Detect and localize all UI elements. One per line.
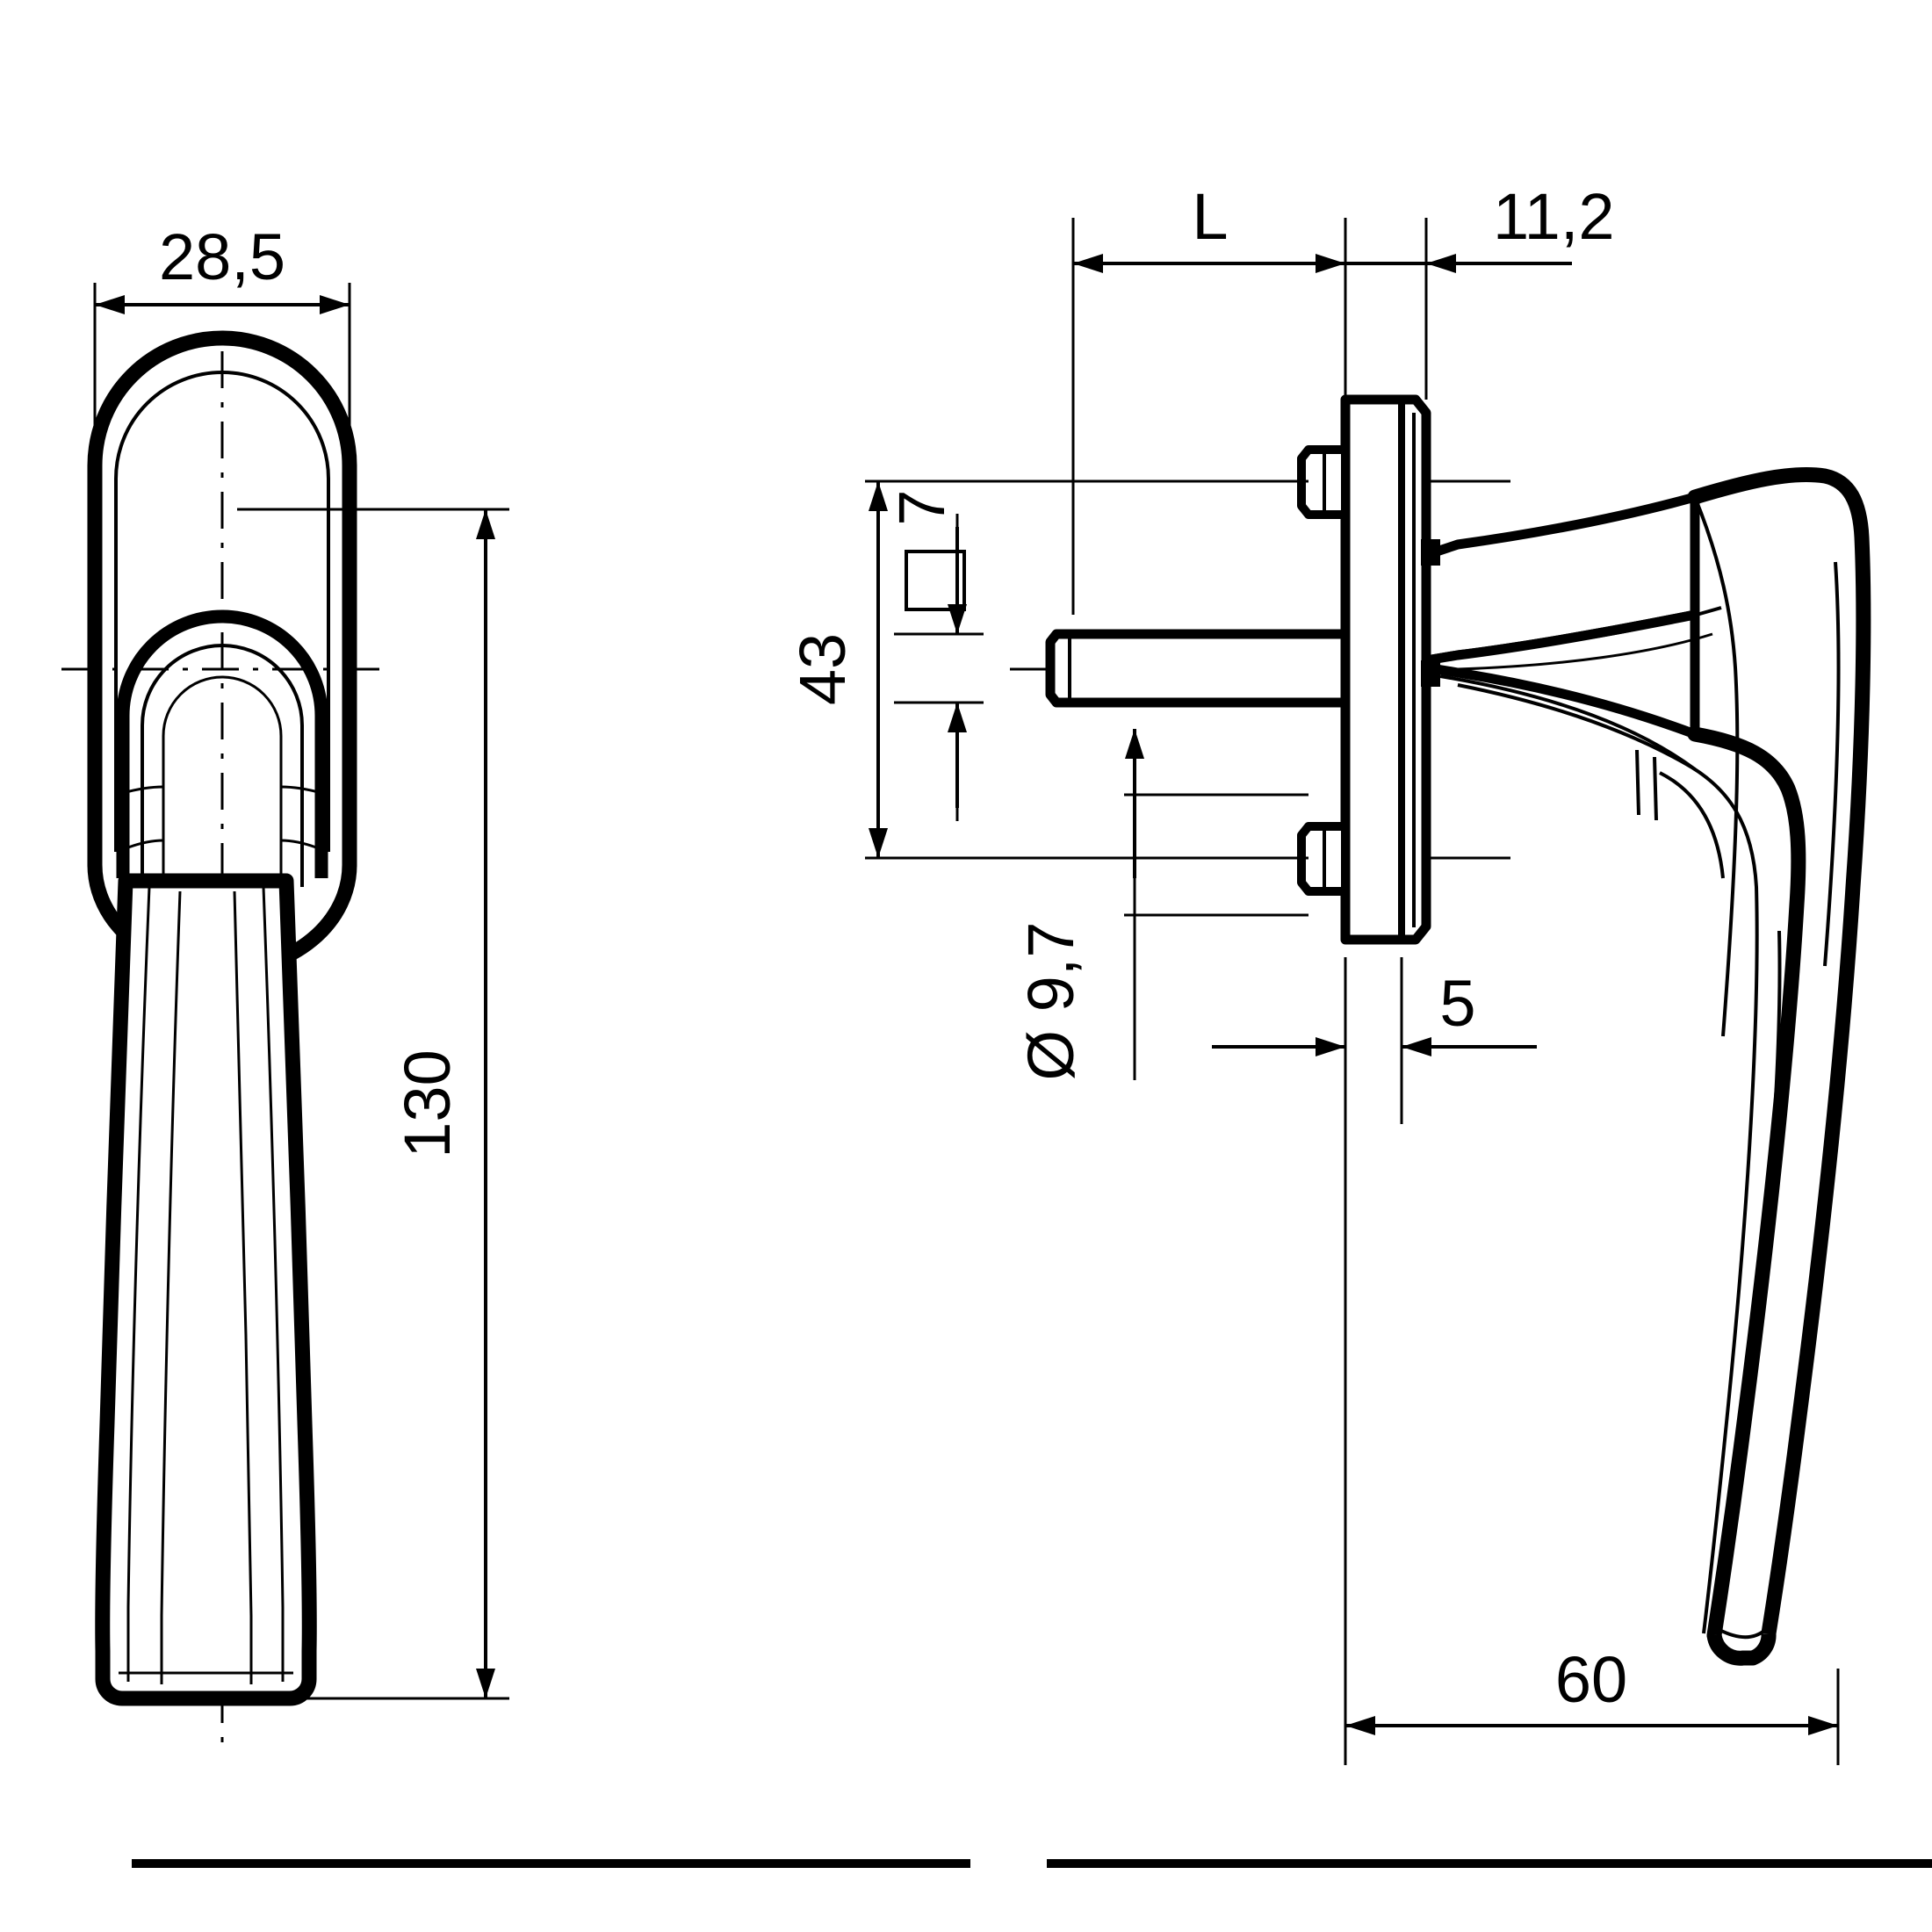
arm-seam-line-2 bbox=[1653, 756, 1658, 821]
handle-body-line-4 bbox=[233, 890, 253, 1684]
neck-clip-lower bbox=[1421, 660, 1440, 687]
neck-facet-line-right-2 bbox=[280, 839, 317, 849]
handle-neck-outline bbox=[116, 609, 328, 878]
dimension-width-285: 28,5 bbox=[93, 220, 351, 492]
front-view: 28,5 130 bbox=[61, 220, 509, 1748]
dimension-projection-60: 60 bbox=[1344, 957, 1840, 1765]
dimension-rosette-thickness-112: 11,2 bbox=[1345, 180, 1615, 400]
dimension-label-L: L bbox=[1192, 180, 1228, 253]
handle-body-line-1 bbox=[126, 886, 151, 1682]
neck-facet-line-left-1 bbox=[122, 785, 164, 795]
spindle-bar bbox=[1045, 629, 1351, 708]
arm-facet-line-3 bbox=[1492, 606, 1722, 652]
square-symbol-icon bbox=[905, 550, 966, 611]
dimension-label-43: 43 bbox=[786, 633, 859, 705]
handle-body-line-3 bbox=[262, 886, 285, 1682]
dimension-label-7: 7 bbox=[885, 489, 958, 525]
arm-facet-line-6 bbox=[1659, 771, 1725, 879]
arm-facet-line-8 bbox=[1823, 561, 1841, 967]
arm-facet-line-7 bbox=[1716, 930, 1782, 1643]
dimension-offset-5: 5 bbox=[1212, 957, 1537, 1124]
dimension-screw-spacing-43: 43 bbox=[786, 479, 1308, 860]
dimension-label-60: 60 bbox=[1555, 1643, 1627, 1716]
arm-seam-line-1 bbox=[1635, 749, 1640, 816]
dimension-hole-diameter-97: Ø 9,7 bbox=[1014, 729, 1308, 1081]
handle-body-line-2 bbox=[160, 890, 182, 1684]
handle-neck-inner-1 bbox=[141, 644, 304, 887]
rosette-inner-edge bbox=[114, 371, 330, 852]
handle-tip bbox=[1706, 1633, 1777, 1666]
handle-arm-outer-profile bbox=[1687, 466, 1871, 1641]
neck-facet-line-right-1 bbox=[280, 785, 322, 795]
dimension-height-130: 130 bbox=[237, 508, 509, 1700]
dimension-label-112: 11,2 bbox=[1493, 180, 1615, 253]
handle-neck-inner-2 bbox=[162, 675, 283, 896]
handle-tip-face-line bbox=[1719, 1628, 1767, 1640]
dimension-label-285: 28,5 bbox=[159, 220, 285, 293]
side-view: L 11,2 43 bbox=[786, 180, 1871, 1765]
dimension-label-5: 5 bbox=[1439, 967, 1475, 1040]
rosette-outline bbox=[87, 330, 357, 873]
arm-facet-line-2 bbox=[1439, 674, 1697, 771]
handle-body-outline bbox=[95, 873, 317, 1706]
neck-facet-line-left-2 bbox=[127, 839, 164, 849]
dimension-label-130: 130 bbox=[391, 1049, 464, 1157]
handle-arm-inner-profile bbox=[1687, 726, 1806, 1643]
neck-clip-upper bbox=[1421, 539, 1440, 566]
dimension-spindle-square-7: 7 bbox=[885, 489, 984, 821]
arm-facet-line-1 bbox=[1457, 683, 1759, 1634]
dimension-label-97: Ø 9,7 bbox=[1014, 922, 1087, 1081]
dimension-spindle-length-L: L bbox=[1071, 180, 1347, 615]
arm-facet-line-4 bbox=[1457, 632, 1713, 671]
arm-facet-line-5 bbox=[1693, 496, 1740, 1037]
